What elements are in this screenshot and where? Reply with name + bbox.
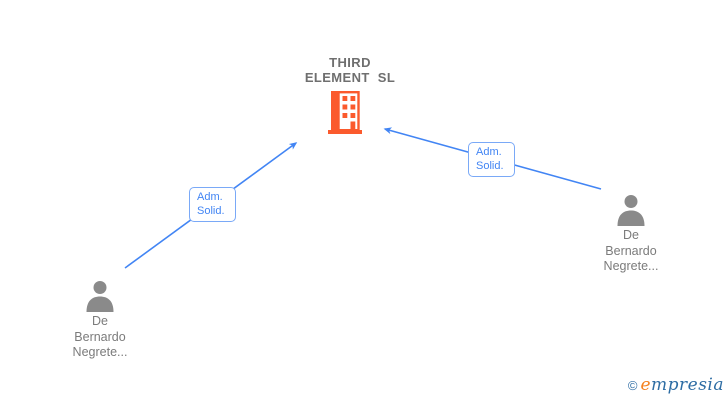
edge-label-left: Adm. Solid. [189,187,236,222]
person-icon [86,281,114,312]
company-name-line2: ELEMENT SL [304,70,396,85]
company-name-line1: THIRD [329,55,371,70]
watermark-logo[interactable]: © empresia [628,375,724,395]
person-icon [617,195,645,226]
shareholder-name-right[interactable]: De Bernardo Negrete... [603,228,659,273]
brand-wordmark: empresia [640,375,724,395]
building-icon [328,91,362,134]
company-node-label[interactable]: THIRD ELEMENT SL [287,55,413,85]
shareholder-node-right[interactable] [616,194,646,226]
copyright-icon: © [627,378,638,393]
company-node[interactable] [328,91,362,134]
edge-label-right: Adm. Solid. [468,142,515,177]
shareholder-node-left[interactable] [85,280,115,312]
shareholder-name-left[interactable]: De Bernardo Negrete... [72,314,128,359]
